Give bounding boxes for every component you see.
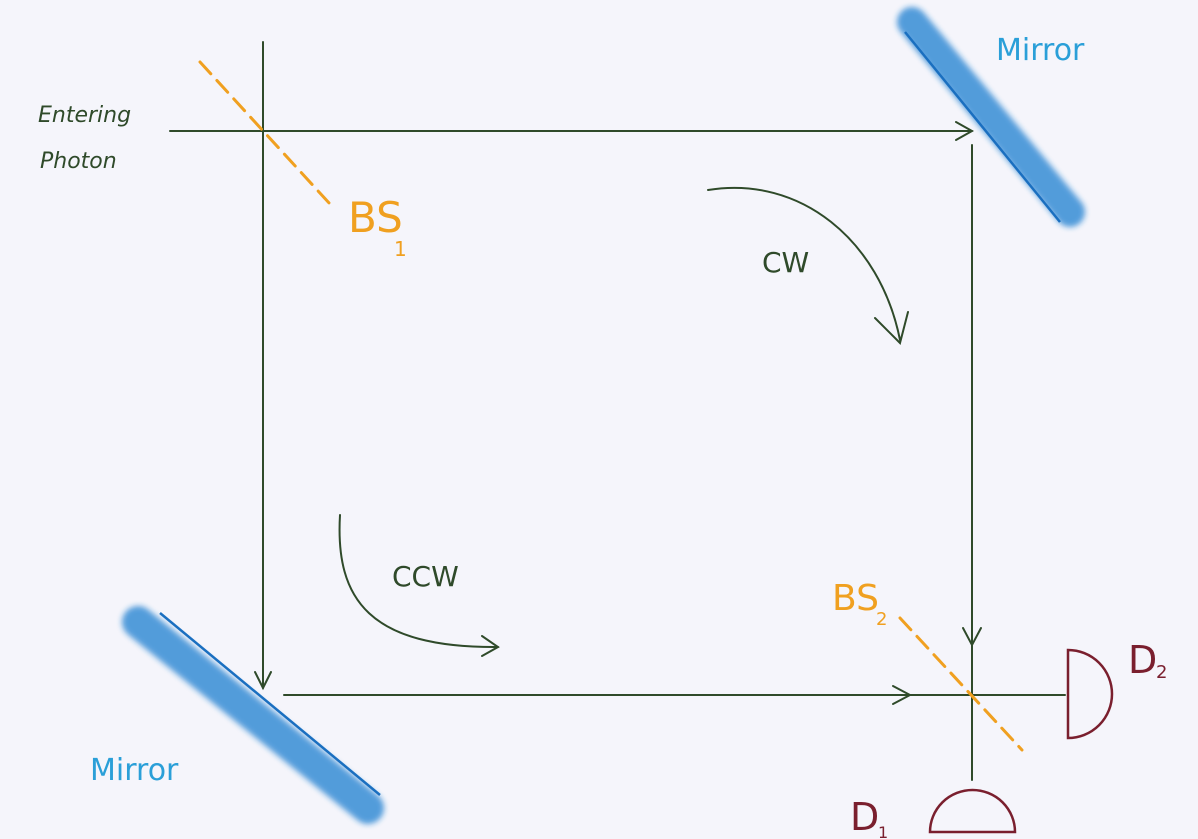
cw-label: CW [762, 246, 809, 279]
right-down-arrowhead [962, 627, 982, 648]
bottom-left-mirror [122, 606, 384, 824]
bs1-subscript: 1 [394, 237, 407, 261]
d1-label: D [850, 795, 879, 839]
ccw-rotation-arrow [338, 514, 500, 657]
top-right-mirror [897, 7, 1085, 227]
d2-label: D [1128, 638, 1157, 682]
beam-splitter-2 [898, 616, 1024, 752]
mirror-bottom-label: Mirror [90, 753, 179, 788]
bs2-label: BS [832, 578, 879, 619]
detector-d1 [928, 788, 1017, 834]
mirror-top-label: Mirror [996, 33, 1085, 68]
cw-rotation-arrow [707, 186, 909, 345]
beam-paths [169, 41, 1066, 781]
left-down-arrowhead [254, 671, 272, 691]
bs2-subscript: 2 [876, 609, 887, 630]
ccw-label: CCW [392, 560, 459, 593]
d2-subscript: 2 [1156, 662, 1167, 683]
bs1-label: BS [348, 193, 403, 242]
entering-label-line1: Entering [38, 103, 131, 128]
d1-subscript: 1 [878, 823, 888, 839]
entering-label-line2: Photon [40, 149, 117, 174]
detector-d2 [1066, 648, 1114, 740]
bottom-arrowhead [892, 685, 913, 705]
beam-splitter-1 [198, 60, 332, 206]
input-arrowhead [955, 121, 975, 141]
